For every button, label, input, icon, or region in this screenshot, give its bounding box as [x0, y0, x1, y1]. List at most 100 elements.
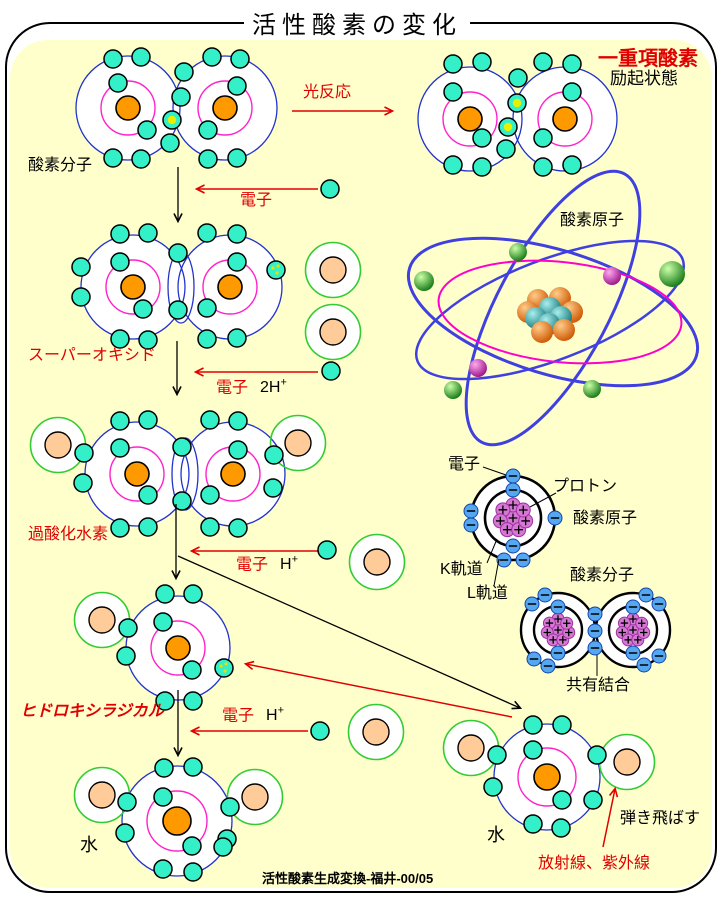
electron	[168, 243, 188, 263]
electron	[131, 47, 151, 67]
electron	[118, 618, 138, 638]
electron	[103, 148, 123, 168]
electron	[213, 837, 233, 857]
green-electron	[444, 381, 462, 399]
label-oxygen-molecule: 酸素分子	[28, 157, 93, 174]
label-shell-oxygen-molecule: 酸素分子	[570, 567, 635, 584]
electron	[103, 49, 123, 69]
electron	[228, 411, 248, 431]
electron	[172, 437, 192, 457]
electron	[115, 823, 135, 843]
electron	[198, 120, 218, 140]
label-radiation-source: 放射線、紫外線	[538, 855, 651, 872]
electron	[523, 715, 543, 735]
label-shell-electron: 電子	[448, 456, 481, 473]
electron	[160, 133, 180, 153]
electron	[183, 862, 203, 882]
electron	[523, 740, 543, 760]
electron	[227, 328, 247, 348]
pointer-line	[482, 466, 507, 476]
label-step3-electron: 電子	[236, 556, 269, 574]
electron	[227, 224, 247, 244]
free-electron	[310, 721, 330, 741]
label-k-orbit: K軌道	[440, 561, 483, 578]
electron	[552, 790, 572, 810]
electron	[533, 128, 553, 148]
pointer-line	[493, 558, 500, 587]
red-arrow	[243, 660, 513, 718]
electron	[227, 252, 247, 272]
electron	[487, 745, 507, 765]
free-hydrogen-ion-step3	[348, 533, 406, 591]
electron	[266, 260, 286, 280]
reaction-arrows	[171, 106, 619, 848]
electron	[183, 691, 203, 711]
label-step4-species: H+	[266, 705, 285, 725]
hydrogen-nucleus	[613, 748, 641, 776]
molecule-water-left	[73, 757, 284, 882]
label-covalent-bond: 共有結合	[566, 677, 631, 694]
page-title: 活性酸素の変化	[244, 11, 470, 40]
label-singlet-oxygen: 一重項酸素	[598, 48, 698, 70]
electron	[200, 410, 220, 430]
black-arrow	[177, 555, 523, 710]
label-step2-species: 2H+	[260, 377, 287, 397]
electron	[472, 52, 492, 72]
electron	[110, 438, 130, 458]
free-electron	[320, 179, 340, 199]
electron	[108, 73, 128, 93]
electron	[138, 223, 158, 243]
magenta-electron	[469, 359, 487, 377]
electron	[533, 52, 553, 72]
label-step1-electron: 電子	[240, 192, 273, 209]
electron	[71, 257, 91, 277]
electron	[202, 47, 222, 67]
hydrogen-nucleus	[44, 431, 72, 459]
oxygen-nucleus	[162, 806, 192, 836]
hydrogen-nucleus	[241, 783, 269, 811]
electron	[110, 411, 130, 431]
electron	[153, 859, 173, 879]
hydrogen-nucleus	[284, 429, 312, 457]
oxygen-nucleus	[552, 106, 578, 132]
electron	[133, 299, 153, 319]
electron	[154, 758, 174, 778]
electron	[472, 128, 492, 148]
green-electron	[659, 261, 685, 287]
electron	[263, 478, 283, 498]
electron	[182, 660, 202, 680]
label-l-orbit: L軌道	[467, 585, 508, 602]
electron	[483, 777, 503, 797]
electron	[138, 517, 158, 537]
molecule-water-right	[442, 715, 656, 838]
hydrogen-nucleus	[88, 606, 116, 634]
oxygen-nucleus	[115, 95, 141, 121]
electron	[523, 814, 543, 834]
pointer-line	[529, 492, 557, 508]
hydrogen-nucleus	[363, 548, 391, 576]
electron	[228, 518, 248, 538]
magenta-electron	[603, 267, 621, 285]
molecule-oxygen	[75, 47, 278, 169]
label-photoreaction: 光反応	[303, 84, 352, 101]
label-step3-species: H+	[280, 554, 299, 574]
electron	[227, 76, 247, 96]
electron	[230, 49, 250, 69]
oxygen-nucleus	[217, 274, 243, 300]
electron	[138, 485, 158, 505]
electron	[198, 149, 218, 169]
electron	[200, 485, 220, 505]
electron	[443, 82, 463, 102]
electron	[200, 517, 220, 537]
label-step4-electron: 電子	[222, 707, 255, 725]
electron	[171, 87, 191, 107]
shell-molecule-diagram	[519, 587, 672, 674]
oxygen-nucleus	[212, 95, 238, 121]
electron	[220, 797, 240, 817]
electron	[74, 443, 94, 463]
oxygen-nucleus	[220, 461, 246, 487]
atom-art-oxygen	[406, 169, 700, 447]
electron	[174, 62, 194, 82]
